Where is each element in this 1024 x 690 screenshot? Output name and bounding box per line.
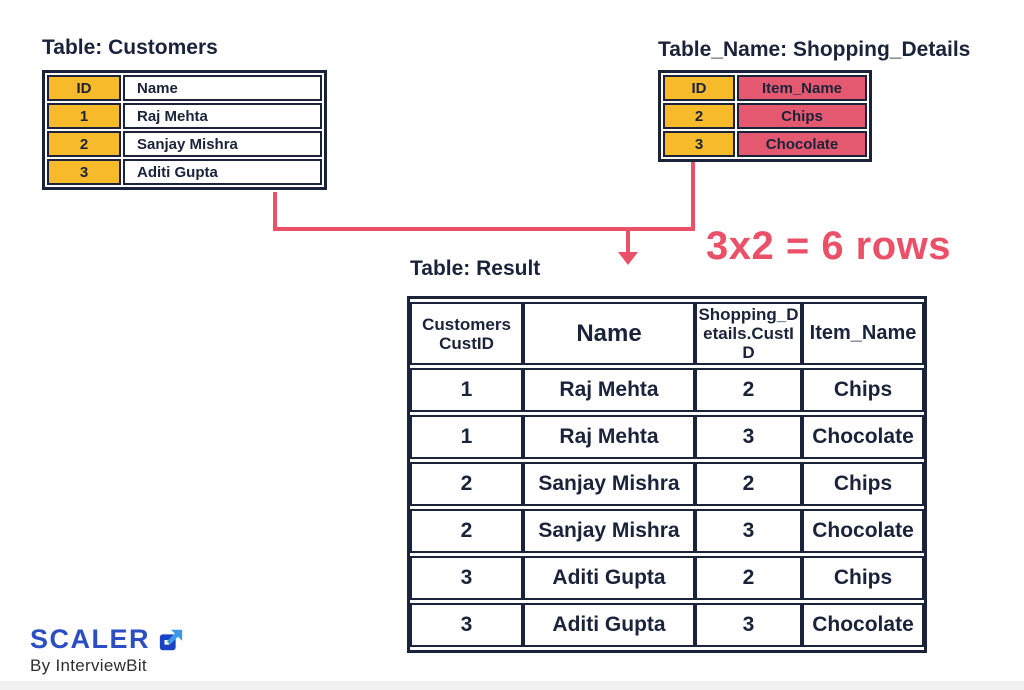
cell-shopid: 2: [695, 462, 802, 507]
cell-custid: 3: [410, 603, 523, 648]
scaler-wordmark: SCALER: [30, 624, 151, 654]
header-cell: ID: [47, 75, 121, 101]
header-cell: Item_Name: [737, 75, 867, 101]
cell-name: Aditi Gupta: [123, 159, 322, 185]
cell-name: Sanjay Mishra: [523, 509, 695, 554]
scaler-logo: SCALER By InterviewBit: [30, 624, 184, 676]
cell-id: 1: [47, 103, 121, 129]
customers-table-title: Table: Customers: [42, 36, 218, 59]
table-row: 3 Aditi Gupta 2 Chips: [410, 556, 924, 601]
cell-name: Sanjay Mishra: [523, 462, 695, 507]
cell-item: Chocolate: [802, 603, 924, 648]
cell-custid: 2: [410, 462, 523, 507]
shopping-details-table: ID Item_Name 2 Chips 3 Chocolate: [658, 70, 872, 162]
cell-id: 2: [47, 131, 121, 157]
customers-table: ID Name 1 Raj Mehta 2 Sanjay Mishra 3 Ad…: [42, 70, 327, 190]
table-row: 2 Chips: [663, 103, 867, 129]
cell-name: Sanjay Mishra: [123, 131, 322, 157]
result-table-title: Table: Result: [410, 257, 541, 280]
cell-item: Chips: [802, 556, 924, 601]
arrow-down-shaft: [626, 227, 630, 254]
table-row: 1 Raj Mehta: [47, 103, 322, 129]
join-connector-right-segment: [691, 162, 695, 231]
join-connector-horizontal-segment: [273, 227, 695, 231]
header-cell: Name: [123, 75, 322, 101]
cell-shopid: 3: [695, 603, 802, 648]
cell-name: Raj Mehta: [523, 368, 695, 413]
cell-name: Raj Mehta: [123, 103, 322, 129]
cell-custid: 1: [410, 368, 523, 413]
join-connector-left-segment: [273, 192, 277, 231]
table-row: 3 Aditi Gupta 3 Chocolate: [410, 603, 924, 648]
cell-shopid: 3: [695, 509, 802, 554]
cell-item: Chocolate: [802, 509, 924, 554]
cell-item: Chips: [802, 368, 924, 413]
table-header-row: Customers CustID Name Shopping_Details.C…: [410, 302, 924, 366]
table-row: 1 Raj Mehta 3 Chocolate: [410, 415, 924, 460]
cell-id: 3: [663, 131, 735, 157]
cell-custid: 3: [410, 556, 523, 601]
cell-shopid: 2: [695, 368, 802, 413]
cell-custid: 1: [410, 415, 523, 460]
header-cell: Customers CustID: [410, 302, 523, 366]
arrow-down-icon: [618, 252, 638, 265]
cell-item: Chocolate: [802, 415, 924, 460]
table-row: 2 Sanjay Mishra 2 Chips: [410, 462, 924, 507]
cell-item: Chips: [737, 103, 867, 129]
cell-id: 2: [663, 103, 735, 129]
cell-name: Aditi Gupta: [523, 603, 695, 648]
cell-name: Raj Mehta: [523, 415, 695, 460]
header-cell: ID: [663, 75, 735, 101]
table-row: 3 Chocolate: [663, 131, 867, 157]
result-table: Customers CustID Name Shopping_Details.C…: [407, 296, 927, 654]
header-cell: Name: [523, 302, 695, 366]
cell-item: Chocolate: [737, 131, 867, 157]
bottom-edge-strip: [0, 681, 1024, 690]
cell-item: Chips: [802, 462, 924, 507]
table-row: 2 Sanjay Mishra: [47, 131, 322, 157]
cell-custid: 2: [410, 509, 523, 554]
cell-name: Aditi Gupta: [523, 556, 695, 601]
table-header-row: ID Name: [47, 75, 322, 101]
cell-shopid: 3: [695, 415, 802, 460]
table-row: 2 Sanjay Mishra 3 Chocolate: [410, 509, 924, 554]
cell-shopid: 2: [695, 556, 802, 601]
table-row: 3 Aditi Gupta: [47, 159, 322, 185]
shopping-table-title: Table_Name: Shopping_Details: [658, 38, 971, 61]
cell-id: 3: [47, 159, 121, 185]
row-count-annotation: 3x2 = 6 rows: [706, 224, 952, 268]
logo-tagline: By InterviewBit: [30, 656, 147, 675]
scaler-cube-icon: [158, 627, 184, 653]
table-row: 1 Raj Mehta 2 Chips: [410, 368, 924, 413]
table-header-row: ID Item_Name: [663, 75, 867, 101]
header-cell: Item_Name: [802, 302, 924, 366]
header-cell: Shopping_Details.CustID: [695, 302, 802, 366]
